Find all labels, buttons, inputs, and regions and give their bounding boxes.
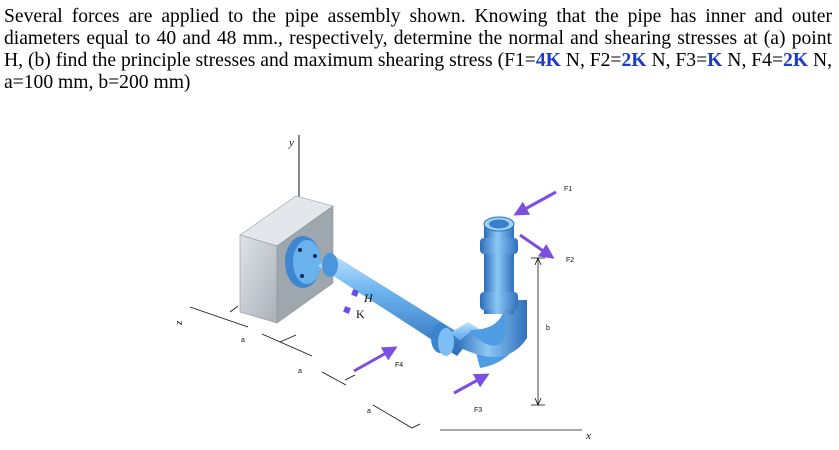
dimension-b (531, 256, 545, 407)
problem-text-5: N, a=100 mm, b=200 mm) (4, 50, 833, 93)
f3-label: F3 (474, 407, 482, 414)
f4-value: 2K (783, 50, 809, 71)
problem-text-4: N, F4= (722, 50, 784, 71)
point-h-label: H (363, 291, 374, 305)
dim-b-label: b (546, 325, 550, 332)
force-f3-arrow (453, 373, 490, 395)
pipe-flange (285, 236, 321, 288)
dimension-a (189, 305, 582, 431)
f1-label: F1 (564, 186, 572, 193)
dim-a-label-2: a (298, 368, 302, 375)
z-axis-label: z (173, 320, 185, 326)
point-h-marker (351, 289, 359, 297)
f2-label: F2 (566, 257, 574, 264)
point-k-label: K (356, 307, 365, 321)
f1-value: 4K (535, 50, 561, 71)
dim-a-label-3: a (367, 408, 371, 415)
dim-a-label-1: a (241, 337, 245, 344)
problem-text-2: N, F2= (560, 50, 622, 71)
force-f2-arrow (519, 233, 555, 259)
problem-statement: Several forces are applied to the pipe a… (4, 6, 832, 94)
f3-value: K (707, 50, 723, 71)
problem-text-1: Several forces are applied to the pipe a… (4, 6, 832, 71)
force-f1-arrow (513, 190, 557, 216)
x-axis-label: x (585, 430, 591, 442)
pipe-vertical (480, 216, 518, 314)
pipe-elbow-shade (455, 300, 527, 357)
f2-value: 2K (621, 50, 647, 71)
y-axis-label: y (288, 137, 294, 149)
force-f4-arrow (353, 346, 398, 373)
f4-label: F4 (395, 362, 403, 369)
point-k-marker (343, 306, 351, 314)
force-arrows (353, 190, 557, 395)
problem-text-3: N, F3= (646, 50, 708, 71)
